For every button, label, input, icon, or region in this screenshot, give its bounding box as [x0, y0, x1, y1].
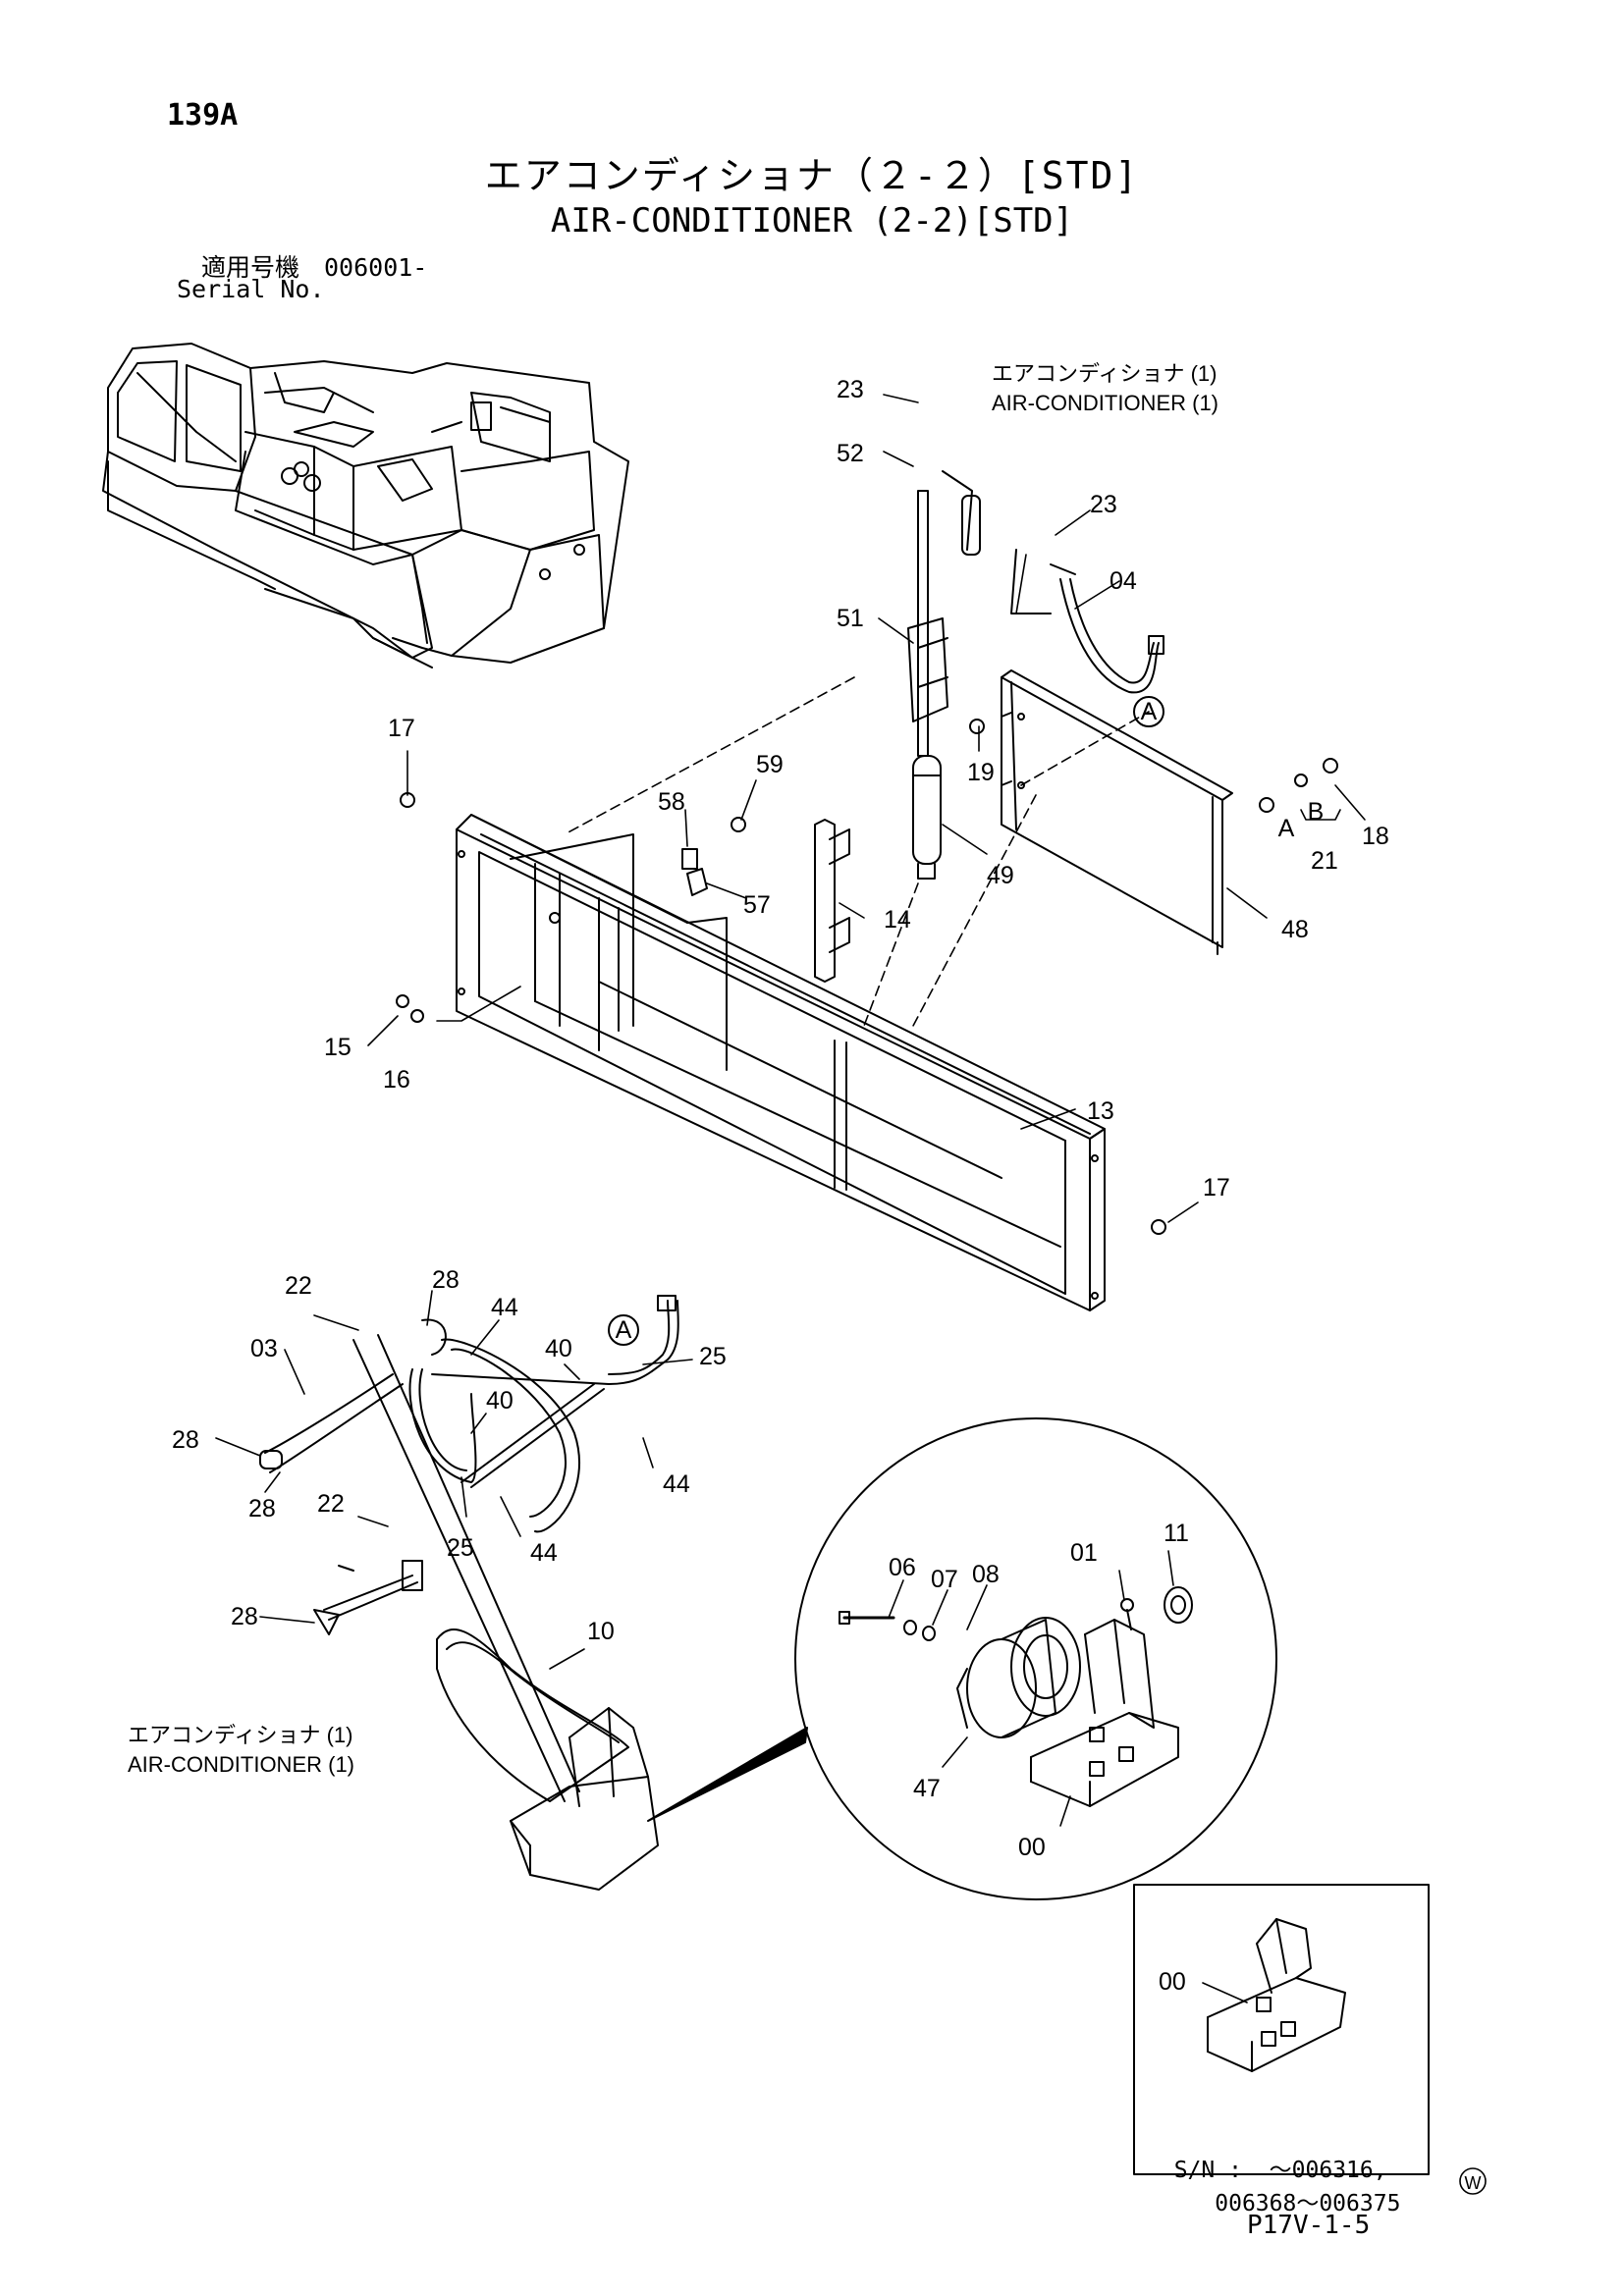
- serial-applicability-en: Serial No.: [177, 275, 325, 303]
- part-number: 19: [967, 759, 995, 786]
- inset-serial-text: S/N : ～006316, 006368～006375: [1147, 2120, 1401, 2220]
- callout-aircon-top-ja: エアコンディショナ (1): [992, 361, 1217, 386]
- part-number: 01: [1070, 1539, 1098, 1567]
- part-number: 44: [663, 1470, 690, 1498]
- ref-a-label-bottom: A: [616, 1316, 632, 1344]
- part-number: 28: [231, 1603, 258, 1630]
- hose-04: [1010, 549, 1164, 694]
- hoses-lower: [259, 1295, 679, 1635]
- part-number: 47: [913, 1775, 941, 1802]
- part-number: 10: [587, 1618, 615, 1645]
- part-number: 08: [972, 1561, 1000, 1588]
- part-number: 00: [1018, 1834, 1046, 1861]
- part-number: 28: [432, 1266, 460, 1294]
- part-number: 11: [1164, 1520, 1189, 1547]
- part-number: 18: [1362, 823, 1389, 850]
- part-number: 52: [837, 440, 864, 467]
- part-number: 03: [250, 1335, 278, 1362]
- part-number: 16: [383, 1066, 410, 1094]
- detail-circle: [647, 1417, 1277, 1900]
- watermark-symbol: W: [1465, 2173, 1482, 2193]
- part-number: 13: [1087, 1097, 1114, 1125]
- part-number: 58: [658, 788, 685, 816]
- part-number: 17: [1203, 1174, 1230, 1201]
- part-number: 07: [931, 1566, 958, 1593]
- part-number: 51: [837, 605, 864, 632]
- part-number: 44: [530, 1539, 558, 1567]
- part-number: 22: [317, 1490, 345, 1518]
- inset-sn-label: S/N :: [1173, 2158, 1242, 2183]
- part-number: 23: [1090, 491, 1117, 518]
- title-japanese: エアコンディショナ（２-２）[STD]: [484, 154, 1140, 197]
- part-number: 57: [743, 891, 771, 919]
- leader-lines: [215, 394, 1366, 1827]
- part-number: 15: [324, 1034, 352, 1061]
- ref-b-label-side: B: [1308, 798, 1325, 826]
- part-number: 04: [1110, 567, 1137, 595]
- compressor-assembly: [352, 1334, 659, 1891]
- callout-aircon-top-en: AIR-CONDITIONER (1): [992, 391, 1218, 415]
- part-number: 44: [491, 1294, 518, 1321]
- part-number: 28: [172, 1426, 199, 1454]
- part-number: 28: [248, 1495, 276, 1522]
- inset-part-number: 00: [1159, 1968, 1186, 1996]
- footer-code: P17V-1-5: [1247, 2211, 1371, 2240]
- title-english: AIR-CONDITIONER (2-2)[STD]: [550, 201, 1074, 240]
- clip-parts: [396, 719, 1338, 1235]
- serial-applicability-ja: 適用号機 006001-: [201, 253, 428, 282]
- watermark-circle: [1459, 2167, 1487, 2195]
- bracket-14: [814, 819, 850, 983]
- ref-a-circle-top: [1133, 696, 1164, 727]
- inset-sn-line1: ～006316,: [1269, 2158, 1387, 2183]
- part-number: 25: [447, 1534, 474, 1562]
- condenser: [1001, 669, 1233, 955]
- part-number: 23: [837, 376, 864, 403]
- ref-a-circle-bottom: [608, 1314, 639, 1346]
- inset-sn-line2: 006368～006375: [1215, 2191, 1401, 2216]
- inset-box: [1133, 1884, 1430, 2175]
- inset-bracket: [1202, 1918, 1346, 2072]
- dashed-leaders: [564, 676, 1150, 1027]
- part-number: 25: [699, 1343, 727, 1370]
- part-number: 22: [285, 1272, 312, 1300]
- part-number: 14: [884, 906, 911, 934]
- part-number: 40: [486, 1387, 514, 1415]
- part-number: 48: [1281, 916, 1309, 943]
- part-number: 40: [545, 1335, 572, 1362]
- callout-aircon-bottom-ja: エアコンディショナ (1): [128, 1723, 352, 1747]
- receiver-drier: [907, 470, 981, 880]
- callout-aircon-bottom-en: AIR-CONDITIONER (1): [128, 1752, 354, 1777]
- condenser-frame: [456, 814, 1106, 1311]
- part-number: 59: [756, 751, 784, 778]
- excavator-overview: [102, 343, 629, 668]
- part-number: 21: [1311, 847, 1338, 875]
- part-number: 49: [987, 862, 1014, 889]
- part-number: 17: [388, 715, 415, 742]
- part-number: 06: [889, 1554, 916, 1581]
- page-number: 139A: [167, 98, 239, 133]
- ref-a-label-top: A: [1141, 698, 1158, 725]
- ref-a-label-side: A: [1278, 815, 1295, 842]
